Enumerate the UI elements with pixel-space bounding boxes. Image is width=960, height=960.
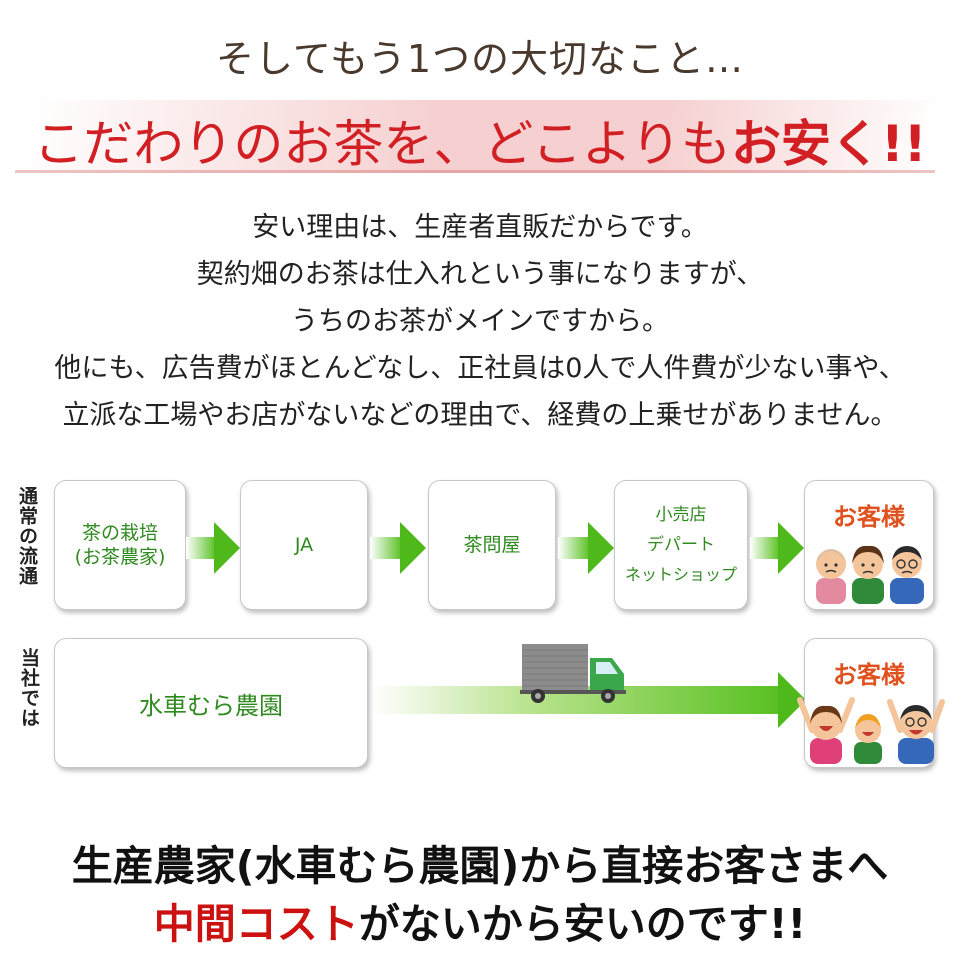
- step-text: (お茶農家): [74, 546, 166, 568]
- headline-part1: こだわりのお茶を、どこよりも: [33, 115, 731, 173]
- step-text: JA: [294, 534, 314, 556]
- unhappy-customers-illustration: [816, 545, 924, 604]
- step-text: デパート: [647, 535, 715, 555]
- step-card-ja: JA: [240, 480, 368, 610]
- headline-emphasis: お安く: [730, 115, 881, 173]
- conclusion-line-1: 生産農家(水車むら農園)から直接お客さまへ: [71, 842, 889, 890]
- step-text: 茶の栽培: [81, 522, 158, 544]
- customer-label: お客様: [833, 660, 905, 689]
- headline-exclaim: !!: [880, 115, 927, 173]
- step-card-retail: 小売店 デパート ネットショップ: [614, 480, 748, 610]
- step-card-farmer: 茶の栽培 (お茶農家): [54, 480, 186, 610]
- reason-line: 他にも、広告費がほとんどなし、正社員は0人で人件費が少ない事や、: [54, 353, 906, 384]
- reason-line: 立派な工場やお店がないなどの理由で、経費の上乗せがありません。: [62, 400, 898, 431]
- customer-label: お客様: [833, 502, 905, 531]
- step-text: 小売店: [655, 505, 707, 525]
- reason-line: うちのお茶がメインですから。: [291, 306, 669, 337]
- reason-line: 安い理由は、生産者直販だからです。: [252, 212, 708, 243]
- reason-line: 契約畑のお茶は仕入れという事になりますが、: [196, 259, 764, 290]
- conclusion-line-2: 中間コストがないから安いのです!!: [0, 890, 960, 950]
- farm-name: 水車むら農園: [139, 691, 283, 720]
- reasons-paragraph: 安い理由は、生産者直販だからです。 契約畑のお茶は仕入れという事になりますが、 …: [0, 204, 960, 439]
- normal-flow-label: 通常の流通: [16, 486, 38, 586]
- flow-arrow-3: [558, 522, 614, 574]
- step-text: ネットショップ: [624, 565, 737, 584]
- our-flow-label: 当社では: [18, 648, 40, 728]
- flow-arrow-2: [370, 522, 426, 574]
- headline: こだわりのお茶を、どこよりもお安く!!: [0, 104, 960, 176]
- happy-customers-illustration: [797, 697, 945, 764]
- step-text: 茶問屋: [463, 534, 521, 556]
- flow-arrow-1: [186, 522, 240, 574]
- conclusion-rest: がないから安いのです!!: [358, 900, 807, 948]
- lead-text: そしてもう1つの大切なこと…: [216, 37, 744, 81]
- flow-arrow-4: [750, 522, 804, 574]
- farm-card: 水車むら農園: [54, 638, 368, 768]
- step-card-wholesaler: 茶問屋: [428, 480, 556, 610]
- conclusion-highlight: 中間コスト: [153, 900, 359, 948]
- delivery-truck-icon: [520, 644, 626, 703]
